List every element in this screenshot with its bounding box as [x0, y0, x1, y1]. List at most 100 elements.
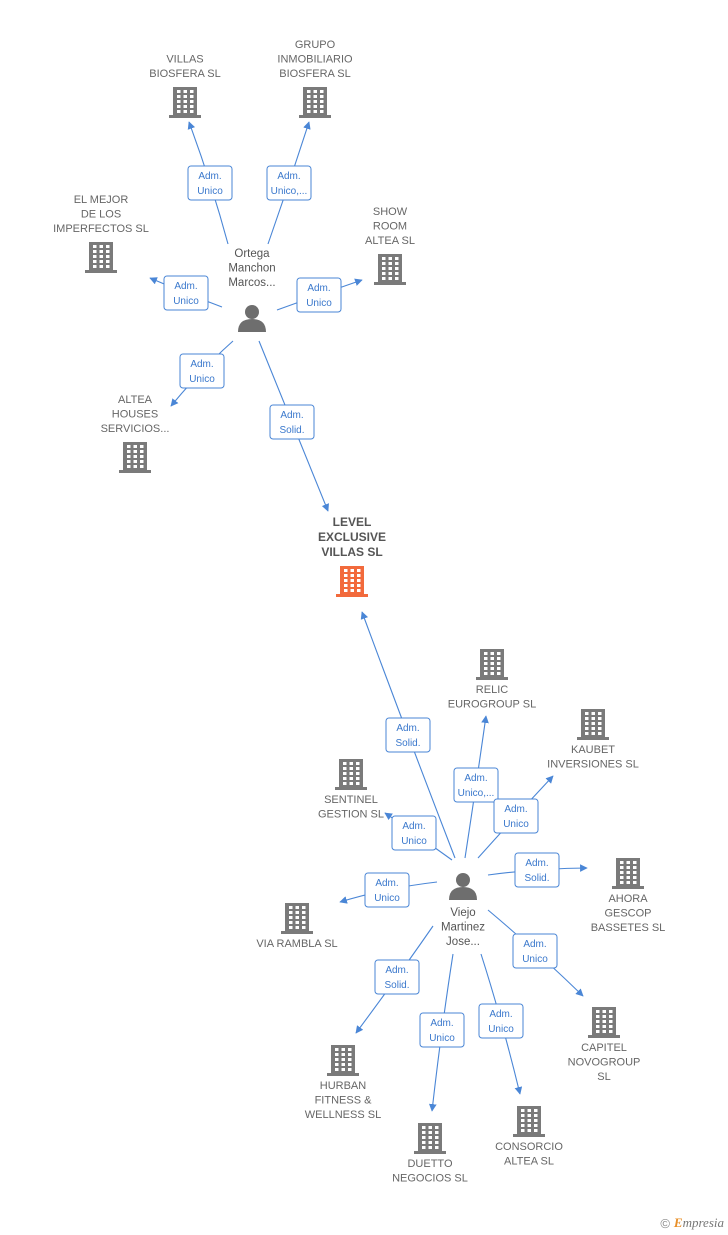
copyright-symbol: ©: [660, 1215, 670, 1231]
edge-label-box[interactable]: Adm.Unico: [391, 815, 437, 851]
building-icon: [335, 759, 367, 790]
node-label-line: Ortega: [234, 248, 270, 260]
node-label-line: KAUBET: [571, 744, 615, 756]
edge-label-line: Unico: [189, 374, 215, 385]
building-icon: [476, 649, 508, 680]
node-label-line: HURBAN: [320, 1080, 367, 1092]
node-label-line: WELLNESS SL: [305, 1109, 381, 1121]
edge-label-box[interactable]: Adm.Unico: [163, 275, 209, 311]
edge-label-line: Adm.: [190, 359, 213, 370]
node-label-line: NEGOCIOS SL: [392, 1173, 468, 1185]
edge-label-line: Adm.: [280, 410, 303, 421]
edge-label-line: Unico: [522, 954, 548, 965]
node-label-line: INVERSIONES SL: [547, 759, 639, 771]
node-label-line: SERVICIOS...: [101, 423, 170, 435]
node-label-line: INMOBILIARIO: [277, 54, 353, 66]
focus-building-icon: [336, 566, 368, 597]
edge-label-line: Adm.: [307, 283, 330, 294]
node-label-line: BASSETES SL: [591, 922, 666, 934]
node-kaubet[interactable]: KAUBET INVERSIONES SL: [547, 709, 639, 771]
node-grupo-inmobiliario[interactable]: GRUPO INMOBILIARIO BIOSFERA SL: [277, 39, 353, 118]
edge-label-box[interactable]: Adm.Solid.: [514, 852, 560, 888]
node-label-line: GESTION SL: [318, 809, 384, 821]
edge-label-line: Adm.: [464, 773, 487, 784]
edge-label-box[interactable]: Adm.Unico: [512, 933, 558, 969]
building-icon: [612, 858, 644, 889]
edge-label-line: Solid.: [395, 738, 420, 749]
node-label-line: Manchon: [228, 263, 275, 275]
node-label-line: VILLAS SL: [321, 545, 382, 559]
edge-label-line: Adm.: [504, 804, 527, 815]
building-icon: [374, 254, 406, 285]
node-ortega[interactable]: OrtegaManchonMarcos...: [228, 248, 276, 332]
edge-label-line: Adm.: [375, 878, 398, 889]
edge-label-line: Unico: [306, 298, 332, 309]
node-label-line: EXCLUSIVE: [318, 530, 386, 544]
building-icon: [588, 1007, 620, 1038]
person-icon: [245, 305, 259, 319]
node-label-line: Martinez: [441, 922, 485, 934]
building-icon: [513, 1106, 545, 1137]
edge-label-box[interactable]: Adm.Unico,...: [266, 165, 312, 201]
node-label-line: GRUPO: [295, 39, 336, 51]
node-label-line: BIOSFERA SL: [279, 68, 351, 80]
brand-initial: E: [673, 1215, 683, 1230]
node-label-line: ROOM: [373, 221, 407, 233]
node-ahora-gescop[interactable]: AHORA GESCOP BASSETES SL: [591, 858, 666, 934]
building-icon: [119, 442, 151, 473]
edge-label-line: Solid.: [279, 425, 304, 436]
edge-label-box[interactable]: Adm. Solid.: [269, 404, 315, 440]
node-viejo[interactable]: ViejoMartinezJose...: [441, 873, 485, 948]
edge-label-box[interactable]: Adm. Unico: [419, 1012, 465, 1048]
node-label-line: RELIC: [476, 684, 508, 696]
node-via-rambla[interactable]: VIA RAMBLA SL: [256, 903, 338, 950]
node-label-line: BIOSFERA SL: [149, 68, 221, 80]
node-label-line: Jose...: [446, 936, 480, 948]
node-label-line: Viejo: [450, 907, 475, 919]
edge-label-box[interactable]: Adm. Unico: [179, 353, 225, 389]
edge-label-box[interactable]: Adm.Unico: [493, 798, 539, 834]
node-relic[interactable]: RELIC EUROGROUP SL: [448, 649, 536, 711]
edge-label-box[interactable]: Adm.Unico: [187, 165, 233, 201]
node-label-line: EUROGROUP SL: [448, 699, 536, 711]
edge-label-box[interactable]: Adm.Solid.: [374, 959, 420, 995]
node-label-line: FITNESS &: [315, 1095, 373, 1107]
edge-label-box[interactable]: Adm.Unico: [478, 1003, 524, 1039]
brand-logo[interactable]: Empresia: [674, 1215, 724, 1231]
node-label-line: ALTEA: [118, 394, 153, 406]
edge-label-line: Unico: [429, 1033, 455, 1044]
edge-label-line: Unico: [197, 186, 223, 197]
node-label-line: SENTINEL: [324, 794, 378, 806]
node-label-line: CONSORCIO: [495, 1141, 563, 1153]
edge-labels-layer: Adm.UnicoAdm.Unico,...Adm.UnicoAdm.Unico…: [163, 165, 560, 1048]
building-icon: [577, 709, 609, 740]
node-label-line: DE LOS: [81, 209, 121, 221]
edge-label-box[interactable]: Adm.Solid.: [385, 717, 431, 753]
node-hurban[interactable]: HURBAN FITNESS & WELLNESS SL: [305, 1045, 381, 1121]
edge-label-line: Unico,...: [458, 788, 495, 799]
node-label-line: NOVOGROUP: [568, 1057, 641, 1069]
node-label-line: GESCOP: [604, 908, 651, 920]
edge-label-line: Unico,...: [271, 186, 308, 197]
edge-label-box[interactable]: Adm.Unico: [364, 872, 410, 908]
node-sentinel[interactable]: SENTINEL GESTION SL: [318, 759, 384, 821]
building-icon: [85, 242, 117, 273]
edge-label-line: Adm.: [430, 1018, 453, 1029]
edge-label-line: Solid.: [384, 980, 409, 991]
edge-label-line: Adm.: [174, 281, 197, 292]
edge-label-box[interactable]: Adm. Unico: [296, 277, 342, 313]
node-label-line: AHORA: [608, 893, 648, 905]
edge-label-box[interactable]: Adm. Unico,...: [453, 767, 499, 803]
node-label-line: EL MEJOR: [74, 194, 129, 206]
edge-label-line: Unico: [401, 836, 427, 847]
node-altea-houses[interactable]: ALTEAHOUSESSERVICIOS...: [101, 394, 170, 473]
building-icon: [327, 1045, 359, 1076]
